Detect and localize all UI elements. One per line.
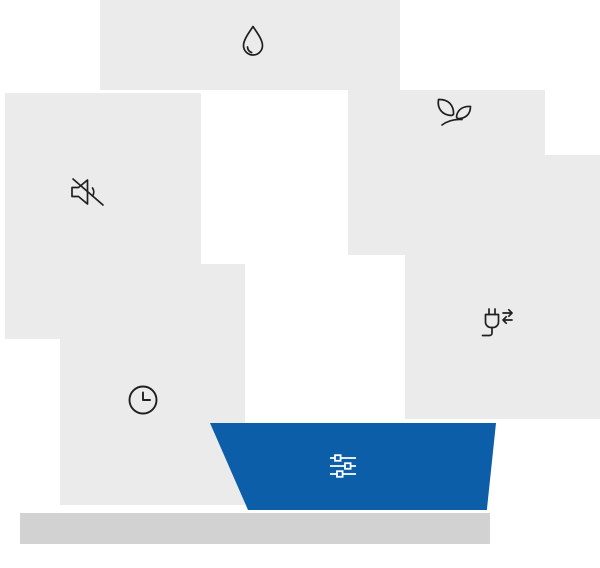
- water-drop-icon: [238, 24, 268, 60]
- tile-time[interactable]: [60, 264, 245, 505]
- tile-power-swap[interactable]: [405, 155, 600, 419]
- settings-sliders-icon: [328, 453, 358, 480]
- plug-swap-icon: [477, 303, 517, 341]
- eco-leaves-icon: [434, 96, 476, 130]
- clock-icon: [125, 382, 161, 418]
- base-bar: [20, 513, 490, 544]
- speaker-muted-icon: [68, 175, 108, 209]
- settings-accent-panel[interactable]: [210, 423, 496, 510]
- tile-water[interactable]: [100, 0, 400, 90]
